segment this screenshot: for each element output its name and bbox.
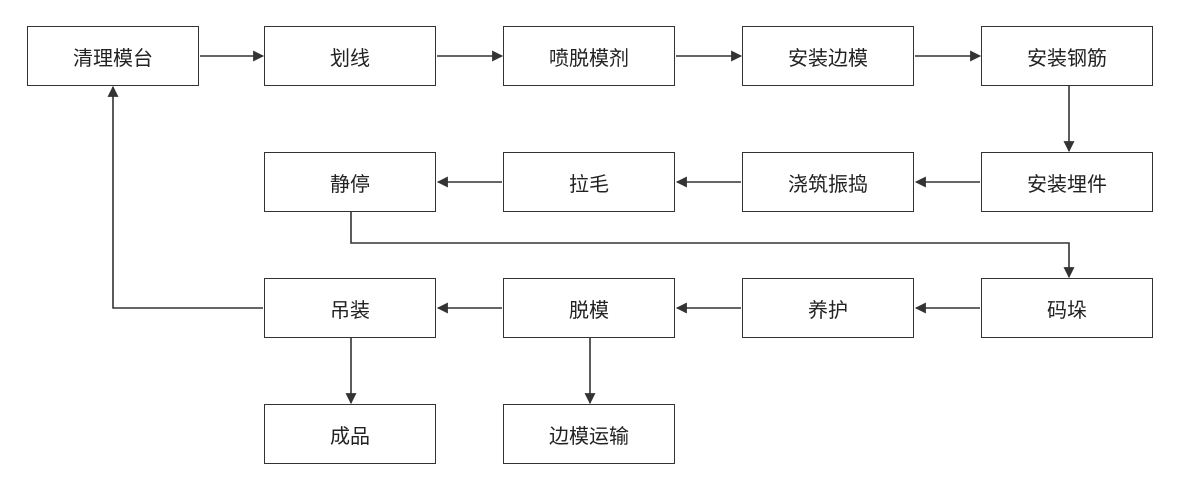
step-clean-bed: 清理模台: [27, 26, 199, 86]
step-lifting: 吊装: [264, 278, 436, 338]
step-roughen: 拉毛: [503, 152, 675, 212]
step-curing: 养护: [742, 278, 914, 338]
step-stack: 码垛: [981, 278, 1153, 338]
step-install-side-forms: 安装边模: [742, 26, 914, 86]
step-install-rebar: 安装钢筋: [981, 26, 1153, 86]
arrow-rest-to-stack: [350, 212, 1075, 279]
step-demold: 脱模: [503, 278, 675, 338]
step-finished: 成品: [264, 404, 436, 464]
step-spray-release: 喷脱模剂: [503, 26, 675, 86]
step-side-form-transport: 边模运输: [503, 404, 675, 464]
step-rest: 静停: [264, 152, 436, 212]
step-marking: 划线: [264, 26, 436, 86]
arrow-lifting-to-clean-bed: [107, 85, 263, 309]
step-install-embeds: 安装埋件: [981, 152, 1153, 212]
step-pour-vibrate: 浇筑振捣: [742, 152, 914, 212]
